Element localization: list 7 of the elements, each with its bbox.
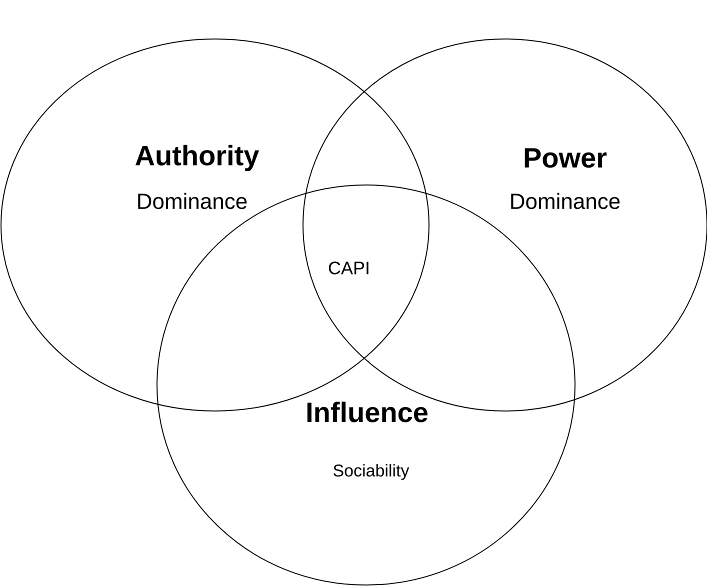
intersection-label: CAPI (328, 262, 368, 274)
circle-subtitle: Dominance (138, 192, 247, 210)
circle-title: Power (524, 148, 607, 168)
circle-subtitle: Dominance (511, 192, 620, 210)
circle-subtitle: Sociability (334, 464, 410, 480)
circle-title: Authority (136, 144, 260, 172)
circle-title: Influence (307, 402, 428, 422)
